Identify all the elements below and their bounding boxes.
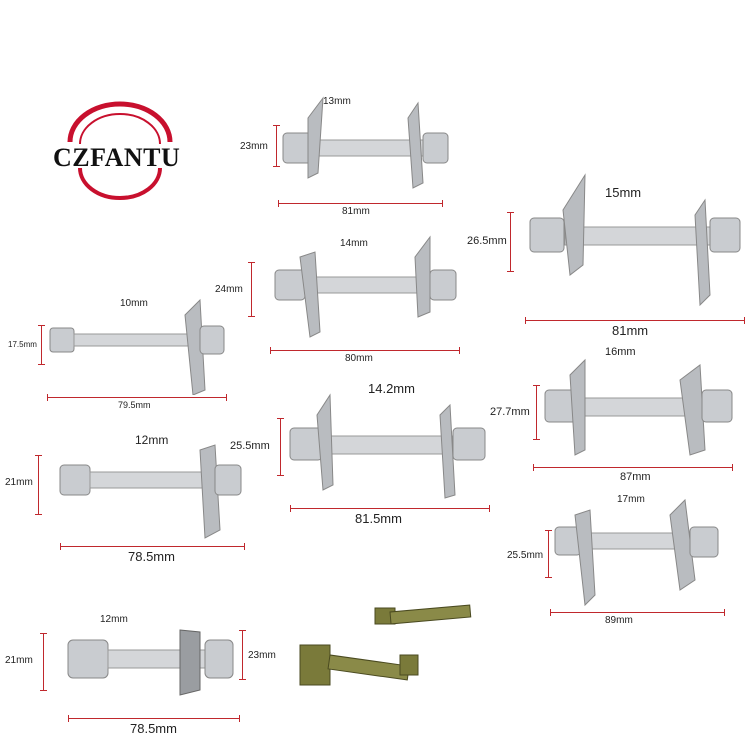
bolt-image-10 xyxy=(299,604,472,686)
height-label: 21mm xyxy=(5,477,33,488)
bolt-image-9 xyxy=(67,629,234,696)
height-label: 26.5mm xyxy=(467,235,507,247)
dimension-line xyxy=(38,325,45,365)
brand-name: CZFANTU xyxy=(53,143,181,172)
width-label: 14mm xyxy=(340,238,368,249)
dimension-line xyxy=(507,212,514,272)
dimension-line xyxy=(68,715,240,722)
height-label: 17.5mm xyxy=(8,340,37,349)
dimension-line xyxy=(550,609,725,616)
length-label: 81mm xyxy=(342,206,370,217)
dimension-line xyxy=(47,394,227,401)
width-label: 17mm xyxy=(617,494,645,505)
height-label: 21mm xyxy=(5,655,33,666)
bolt-image-8 xyxy=(554,498,719,607)
width-label: 16mm xyxy=(605,346,636,358)
dimension-line xyxy=(533,385,540,440)
dimension-line xyxy=(278,200,443,207)
bolt-image-2 xyxy=(529,173,741,307)
dimension-line xyxy=(35,455,42,515)
dimension-line xyxy=(533,464,733,471)
length-label: 78.5mm xyxy=(130,721,177,736)
dimension-line xyxy=(40,633,47,691)
bolt-image-1 xyxy=(282,96,449,189)
length-label: 78.5mm xyxy=(128,549,175,564)
dimension-line xyxy=(60,543,245,550)
dimension-line xyxy=(290,505,490,512)
dimension-line xyxy=(270,347,460,354)
width-label: 10mm xyxy=(120,298,148,309)
length-label: 81.5mm xyxy=(355,511,402,526)
length-label: 89mm xyxy=(605,615,633,626)
bolt-image-7 xyxy=(59,444,242,539)
width-label: 14.2mm xyxy=(368,381,415,396)
height-label: 25.5mm xyxy=(230,440,270,452)
height-label: 23mm xyxy=(240,141,268,152)
width-label: 12mm xyxy=(135,433,169,447)
width-label: 15mm xyxy=(605,185,642,200)
height-label: 25.5mm xyxy=(507,550,544,561)
dimension-line xyxy=(273,125,280,167)
width-label: 12mm xyxy=(100,614,128,625)
height-label: 27.7mm xyxy=(490,406,530,418)
dimension-line xyxy=(545,530,552,578)
dimension-line xyxy=(525,317,745,324)
height-label: 24mm xyxy=(215,284,243,295)
bolt-image-6 xyxy=(289,393,486,499)
dimension-line xyxy=(239,630,246,680)
bolt-image-5 xyxy=(544,358,733,456)
dimension-line xyxy=(277,418,284,476)
width-label: 13mm xyxy=(323,96,351,107)
length-label: 87mm xyxy=(620,471,651,483)
dimension-line xyxy=(248,262,255,317)
length-label: 79.5mm xyxy=(118,400,151,410)
length-label: 81mm xyxy=(612,323,649,338)
brand-logo xyxy=(67,101,173,200)
bolt-image-4 xyxy=(49,298,225,395)
height2-label: 23mm xyxy=(248,650,276,661)
length-label: 80mm xyxy=(345,353,373,364)
bolt-image-3 xyxy=(274,235,457,338)
